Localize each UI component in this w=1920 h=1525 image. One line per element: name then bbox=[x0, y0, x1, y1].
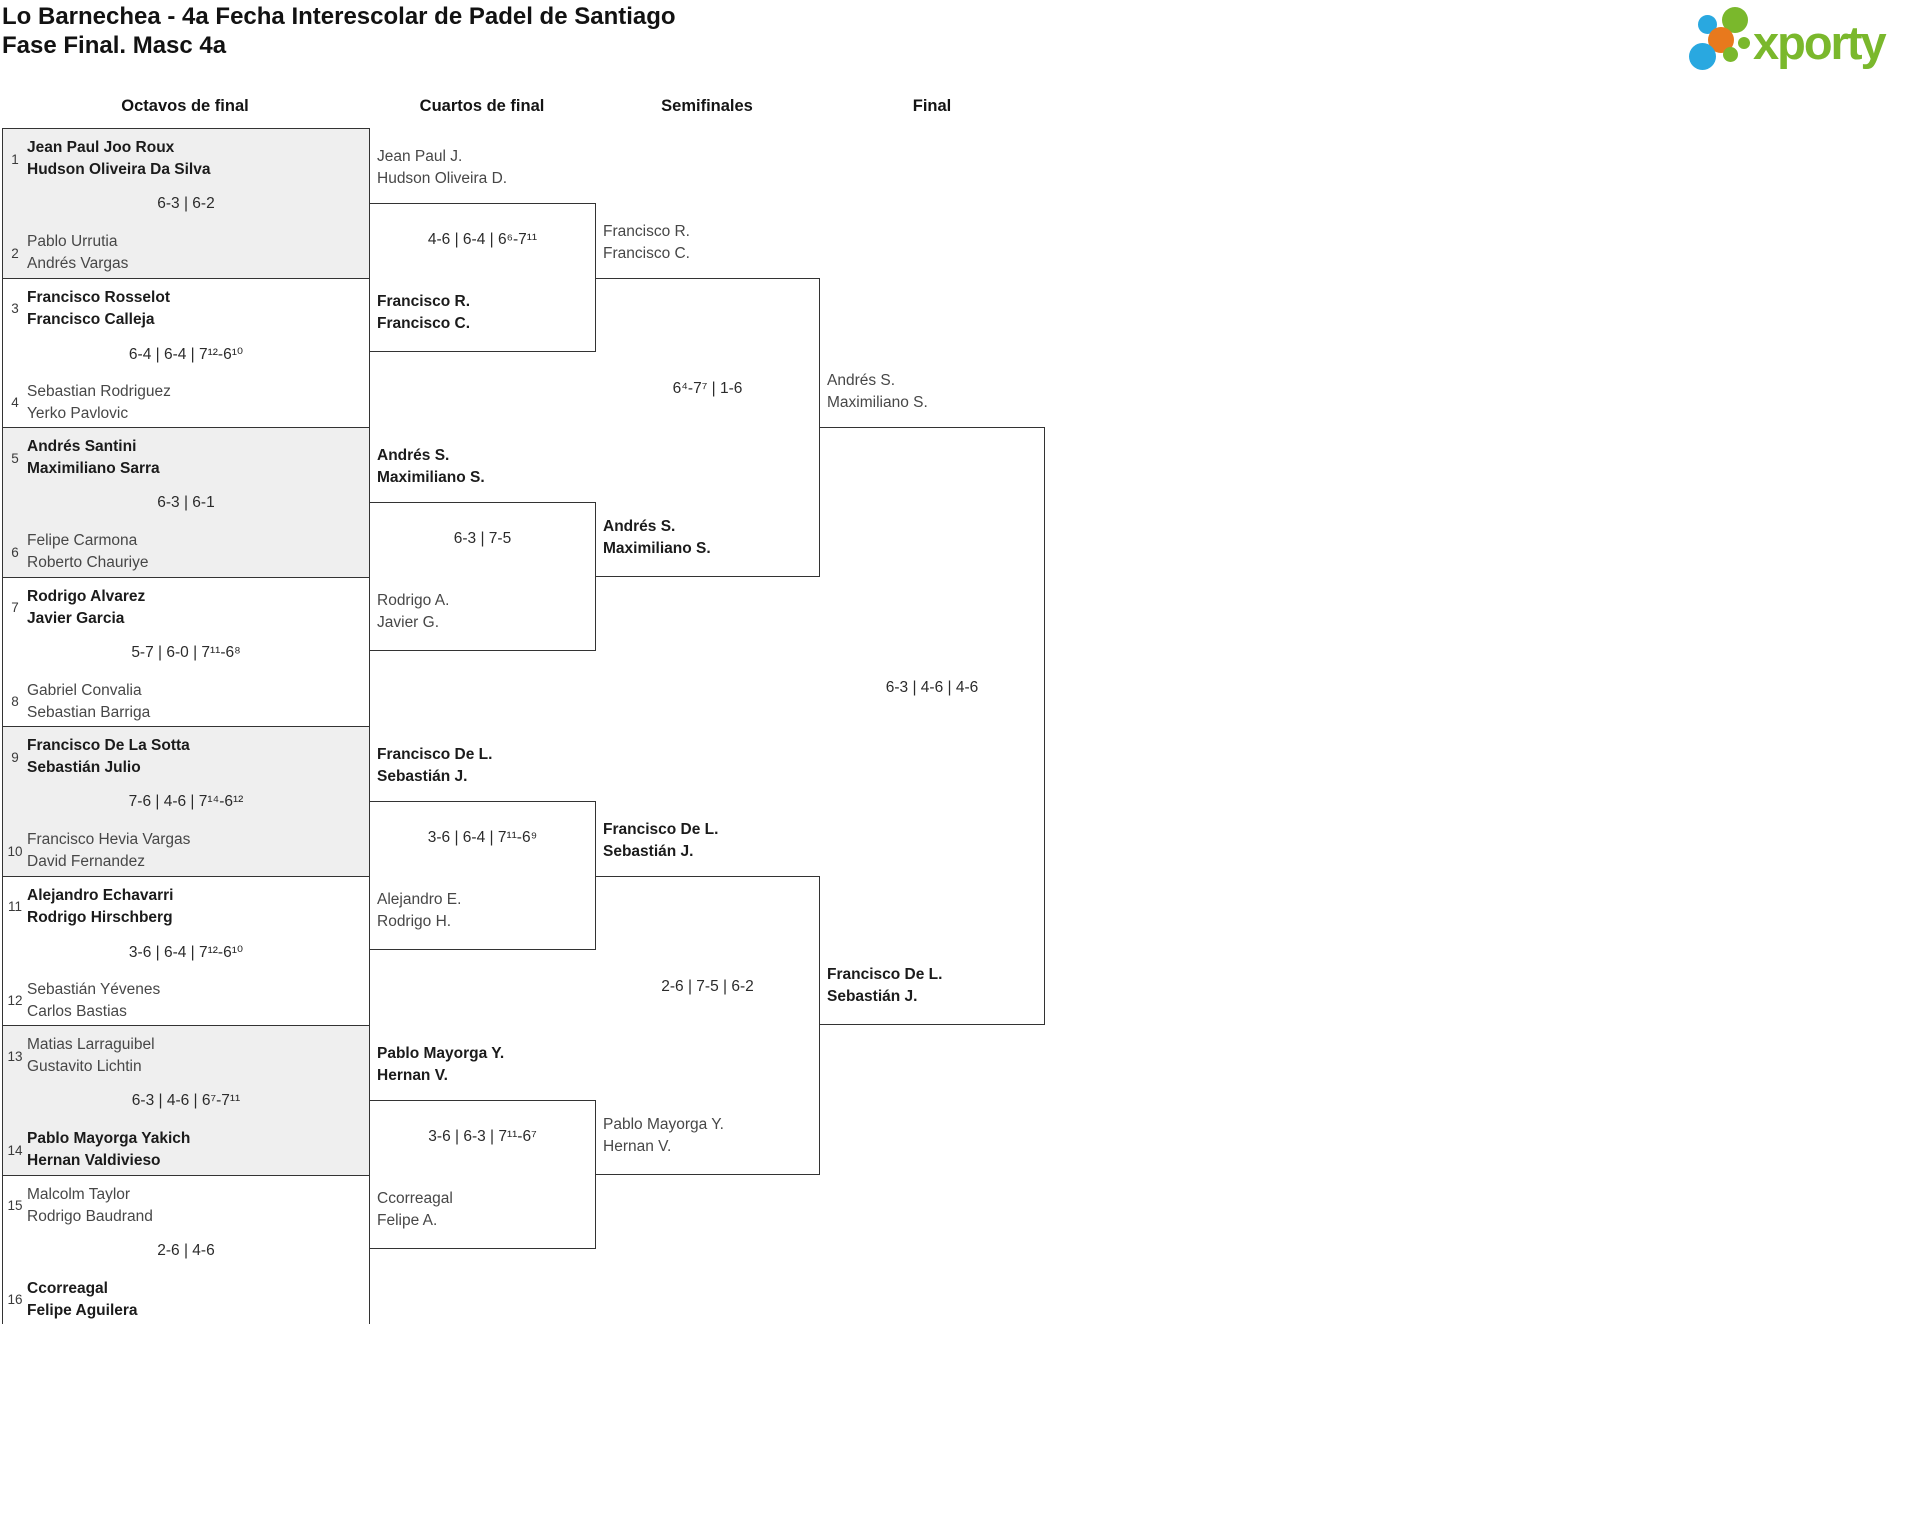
seed-number: 1 bbox=[11, 151, 19, 167]
team-entry: Francisco De L.Sebastián J. bbox=[827, 966, 943, 1005]
match-score: 6⁴-7⁷ | 1-6 bbox=[672, 380, 743, 397]
seed-number: 11 bbox=[7, 899, 22, 914]
team-entry: Alejandro E.Rodrigo H. bbox=[377, 891, 462, 931]
team-entry: Francisco De L.Sebastián J. bbox=[603, 820, 719, 860]
match-score: 6-3 | 6-1 bbox=[157, 494, 215, 511]
match-score: 7-6 | 4-6 | 7¹⁴-6¹² bbox=[128, 793, 244, 810]
column-header-final: Final bbox=[912, 97, 952, 115]
seed-number: 10 bbox=[7, 843, 23, 859]
match-score: 3-6 | 6-4 | 7¹²-6¹⁰ bbox=[128, 943, 244, 961]
column-header-cuartos: Cuartos de final bbox=[419, 97, 545, 115]
phase-name: Fase Final. Masc 4a bbox=[2, 32, 227, 59]
team-entry: Francisco De L.Sebastián J. bbox=[377, 745, 493, 785]
seed-number: 5 bbox=[11, 450, 19, 466]
xporty-logo[interactable]: xporty bbox=[1685, 5, 1920, 77]
team-entry: Rodrigo A.Javier G. bbox=[377, 592, 450, 632]
page-title: Lo Barnechea - 4a Fecha Interescolar de … bbox=[2, 2, 676, 60]
seed-number: 2 bbox=[11, 245, 19, 261]
seed-number: 16 bbox=[7, 1292, 23, 1307]
logo-dot-icon bbox=[1689, 43, 1716, 70]
final-match: Andrés S.Maximiliano S. 6-3 | 4-6 | 4-6 … bbox=[820, 372, 1045, 1025]
logo-dot-icon bbox=[1738, 37, 1750, 49]
team-entry: Pablo Mayorga Y.Hernan V. bbox=[377, 1044, 505, 1084]
match-score: 5-7 | 6-0 | 7¹¹-6⁸ bbox=[131, 643, 241, 661]
team-entry: Pablo Mayorga Y.Hernan V. bbox=[603, 1115, 724, 1155]
seed-number: 3 bbox=[11, 301, 19, 316]
logo-dot-icon bbox=[1723, 47, 1738, 62]
match-score: 4-6 | 6-4 | 6⁶-7¹¹ bbox=[427, 230, 538, 248]
match-score: 2-6 | 7-5 | 6-2 bbox=[661, 978, 754, 995]
seed-number: 14 bbox=[7, 1142, 23, 1158]
match-score: 2-6 | 4-6 bbox=[157, 1241, 215, 1259]
match-score: 6-3 | 7-5 bbox=[453, 529, 512, 547]
cuartos-match-1: Jean Paul J.Hudson Oliveira D. 4-6 | 6-4… bbox=[370, 148, 596, 353]
seed-number: 6 bbox=[11, 544, 19, 560]
xporty-logo-text: xporty bbox=[1753, 16, 1887, 69]
cuartos-match-4: Pablo Mayorga Y.Hernan V. 3-6 | 6-3 | 7¹… bbox=[370, 1045, 596, 1250]
column-header-octavos: Octavos de final bbox=[121, 97, 249, 115]
team-entry: Andrés S.Maximiliano S. bbox=[603, 517, 711, 557]
match-score: 6-3 | 6-2 bbox=[157, 195, 215, 212]
team-entry: Jean Paul J.Hudson Oliveira D. bbox=[377, 147, 508, 187]
match-score: 3-6 | 6-3 | 7¹¹-6⁷ bbox=[428, 1127, 537, 1145]
seed-number: 9 bbox=[11, 749, 19, 765]
match-score: 6-3 | 4-6 | 6⁷-7¹¹ bbox=[131, 1092, 241, 1109]
seed-number: 4 bbox=[11, 395, 19, 410]
semifinal-match-2: Francisco De L.Sebastián J. 2-6 | 7-5 | … bbox=[596, 821, 820, 1175]
seed-number: 12 bbox=[7, 993, 23, 1008]
team-entry: Francisco R.Francisco C. bbox=[377, 293, 471, 333]
team-entry: Francisco R.Francisco C. bbox=[603, 222, 690, 262]
cuartos-match-3: Francisco De L.Sebastián J. 3-6 | 6-4 | … bbox=[370, 746, 596, 951]
seed-number: 7 bbox=[11, 600, 19, 615]
seed-number: 15 bbox=[7, 1198, 23, 1213]
team-entry: Andrés S.Maximiliano S. bbox=[377, 446, 485, 486]
match-score: 3-6 | 6-4 | 7¹¹-6⁹ bbox=[427, 828, 538, 846]
seed-number: 8 bbox=[11, 694, 19, 709]
tournament-name: Lo Barnechea - 4a Fecha Interescolar de … bbox=[2, 3, 676, 30]
semifinal-match-1: Francisco R.Francisco C. 6⁴-7⁷ | 1-6 And… bbox=[596, 223, 820, 577]
team-entry: Andrés S.Maximiliano S. bbox=[827, 372, 928, 411]
match-score: 6-3 | 4-6 | 4-6 bbox=[885, 679, 979, 696]
cuartos-match-2: Andrés S.Maximiliano S. 6-3 | 7-5 Rodrig… bbox=[370, 447, 596, 652]
match-score: 6-4 | 6-4 | 7¹²-6¹⁰ bbox=[128, 345, 244, 363]
column-header-semifinales: Semifinales bbox=[661, 97, 753, 115]
seed-number: 13 bbox=[7, 1048, 23, 1064]
